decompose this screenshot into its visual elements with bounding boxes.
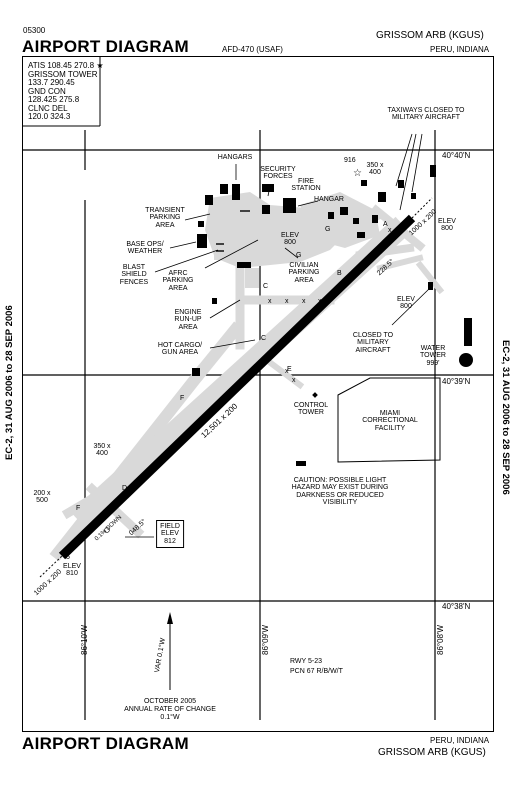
latitude-40-40: 40°40'N: [442, 151, 471, 160]
taxiway-a: A: [383, 221, 388, 228]
label-fire-station: FIRE STATION: [291, 178, 321, 193]
svg-text:x: x: [394, 233, 398, 240]
page-title: AIRPORT DIAGRAM: [22, 37, 189, 56]
label-hangars: HANGARS: [217, 154, 253, 161]
label-pad-350x400-sw: 350 x 400: [93, 443, 111, 458]
caution-note: CAUTION: POSSIBLE LIGHT HAZARD MAY EXIST…: [291, 477, 389, 507]
svg-text:x: x: [285, 368, 289, 375]
left-effective-dates: EC-2, 31 AUG 2006 to 28 SEP 2006: [4, 305, 15, 460]
elevation-810: ELEV 810: [63, 563, 81, 578]
svg-text:☆: ☆: [353, 168, 362, 179]
runway-5-23: [39, 197, 433, 578]
taxiway-g-south: G: [296, 252, 302, 259]
magnetic-rate-label: ANNUAL RATE OF CHANGE: [124, 706, 216, 713]
longitude-86-08: 86°08'W: [436, 624, 445, 655]
label-closed-to-military: CLOSED TO MILITARY AIRCRAFT: [352, 332, 394, 354]
leader-lines: [125, 133, 431, 538]
label-correctional-facility: MIAMI CORRECTIONAL FACILITY: [362, 410, 418, 432]
taxiway-c-south: C: [261, 335, 267, 342]
label-pad-200x500: 200 x 500: [33, 490, 51, 505]
prison-boundary: [337, 377, 441, 463]
document-number: 05300: [23, 26, 46, 35]
elevation-800-east: ELEV 800: [397, 296, 415, 311]
latitude-40-38: 40°38'N: [442, 602, 471, 611]
footer-title: AIRPORT DIAGRAM: [22, 734, 189, 753]
label-blast-shield-fences: BLAST SHIELD FENCES: [119, 264, 149, 286]
elevation-800-ramp: ELEV 800: [281, 232, 299, 247]
blast-fences: [216, 210, 250, 252]
label-afrc-parking: AFRC PARKING AREA: [162, 270, 194, 292]
label-base-ops: BASE OPS/ WEATHER: [126, 241, 164, 256]
taxiway-c-north: C: [263, 283, 269, 290]
latitude-40-39: 40°39'N: [442, 377, 471, 386]
label-pad-916: 916: [344, 157, 356, 164]
svg-text:x: x: [285, 298, 289, 305]
taxiway-f-south: F: [76, 505, 81, 512]
field-elevation-box: FIELD ELEV 812: [156, 520, 184, 549]
label-water-tower: WATER TOWER 999': [420, 345, 446, 367]
graticule: [22, 130, 494, 720]
footer-location: PERU, INDIANA: [430, 736, 490, 745]
afd-reference: AFD-470 (USAF): [222, 45, 283, 54]
taxiway-e: E: [287, 366, 292, 373]
label-engine-runup: ENGINE RUN-UP AREA: [174, 309, 202, 331]
runway-pcn: PCN 67 R/B/W/T: [290, 668, 343, 675]
magnetic-variation-arrow: [167, 612, 173, 690]
svg-text:x: x: [268, 298, 272, 305]
elevation-800-ne: ELEV 800: [438, 218, 456, 233]
longitude-86-10: 86°10'W: [80, 624, 89, 655]
svg-text:x: x: [318, 298, 322, 305]
runway-number-23: 23: [398, 226, 406, 233]
footer-airport-name: GRISSOM ARB (KGUS): [378, 747, 486, 758]
runway-number-5: 5: [66, 554, 70, 561]
taxiway-f: F: [180, 395, 185, 402]
label-closed-taxiways: TAXIWAYS CLOSED TO MILITARY AIRCRAFT: [387, 107, 465, 122]
svg-text:x: x: [292, 377, 296, 384]
magnetic-date: OCTOBER 2005: [143, 698, 197, 705]
label-transient-parking: TRANSIENT PARKING AREA: [145, 207, 185, 229]
svg-text:x: x: [302, 298, 306, 305]
frequency-list: ATIS 108.45 270.8 ★ GRISSOM TOWER 133.7 …: [28, 61, 104, 121]
svg-text:x: x: [388, 227, 392, 234]
label-civilian-parking: CIVILIAN PARKING AREA: [288, 262, 320, 284]
label-security-forces: SECURITY FORCES: [260, 166, 296, 181]
buildings: [192, 165, 473, 466]
label-pad-350x400-ne: 350 x 400: [366, 162, 384, 177]
label-hot-cargo: HOT CARGO/ GUN AREA: [157, 342, 203, 357]
label-hangar: HANGAR: [314, 196, 344, 203]
right-effective-dates: EC-2, 31 AUG 2006 to 28 SEP 2006: [500, 340, 511, 495]
taxiway-d: D: [122, 485, 128, 492]
magnetic-rate-value: 0.1°W: [160, 714, 180, 721]
diagram-frame: [22, 56, 494, 732]
taxiway-b: B: [337, 270, 342, 277]
runway-designation: RWY 5-23: [290, 658, 323, 665]
airport-location: PERU, INDIANA: [430, 45, 490, 54]
longitude-86-09: 86°09'W: [261, 624, 270, 655]
taxiway-g-north: G: [325, 226, 331, 233]
label-control-tower: CONTROL TOWER: [293, 402, 329, 417]
airport-name: GRISSOM ARB (KGUS): [376, 30, 484, 41]
